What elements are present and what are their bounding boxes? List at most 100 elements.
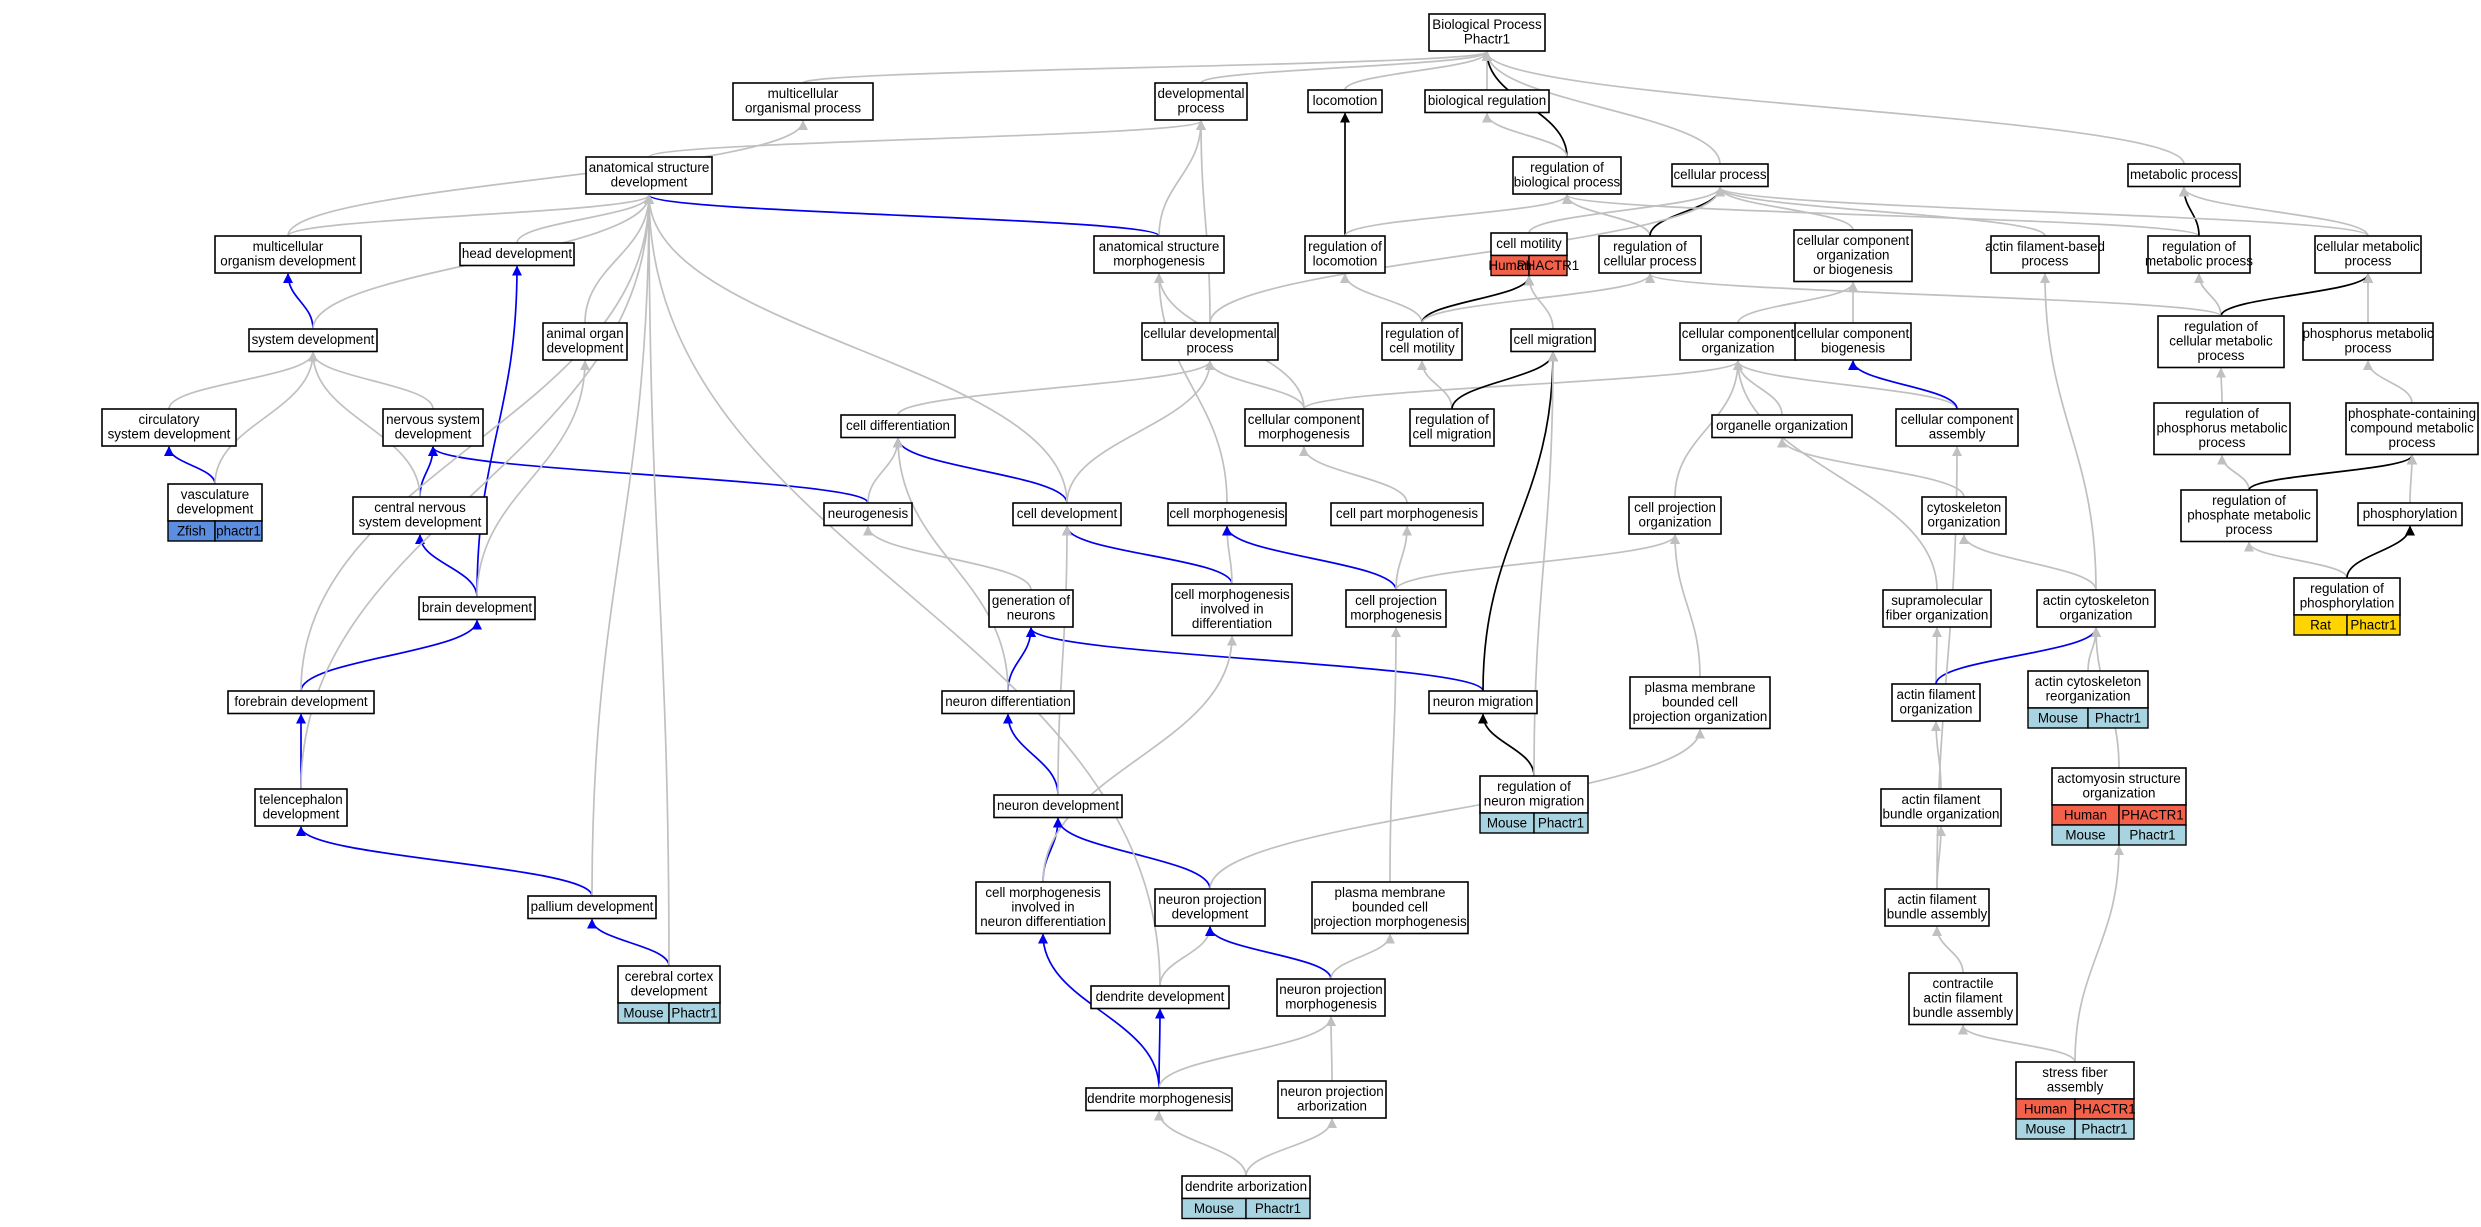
term-node-hd[interactable]: head development: [459, 242, 575, 267]
term-node-cp[interactable]: cellular process: [1671, 163, 1769, 188]
term-node-fd[interactable]: forebrain development: [227, 690, 375, 715]
term-node-mp[interactable]: metabolic process: [2127, 163, 2241, 188]
term-node-dm[interactable]: dendrite morphogenesis: [1085, 1087, 1233, 1112]
term-box: [1012, 502, 1122, 527]
edge-npd-to-pmbcpo: [1209, 728, 1705, 890]
edge-npm-to-pmbcpm: [1330, 933, 1395, 980]
term-node-ndiff[interactable]: neuron differentiation: [941, 690, 1075, 715]
term-node-ngen[interactable]: neurogenesis: [823, 502, 913, 527]
edge-cpmorph-to-cmorph: [1222, 525, 1397, 591]
term-node-oorg[interactable]: organelle organization: [1711, 414, 1853, 439]
edge-ccm-to-cco: [1303, 360, 1743, 410]
edge-cdp-to-devp: [1196, 120, 1211, 324]
term-label: cellular component: [1797, 326, 1910, 341]
edge-da-to-npa: [1245, 1118, 1337, 1177]
term-node-ndev[interactable]: neuron development: [993, 794, 1123, 819]
term-node-cpm[interactable]: cell part morphogenesis: [1330, 502, 1484, 527]
edge-rcmig-to-rcm: [1417, 360, 1453, 410]
edge-cnsd-to-nsd: [419, 446, 438, 498]
edge-ndev-to-cdev: [1057, 525, 1072, 796]
term-box: [1428, 13, 1546, 52]
term-node-phos[interactable]: phosphorylation: [2357, 502, 2463, 527]
term-node-cdev[interactable]: cell development: [1012, 502, 1122, 527]
term-node-cmorph[interactable]: cell morphogenesis: [1167, 502, 1287, 527]
term-label: morphogenesis: [1350, 608, 1442, 623]
edge-dm-to-cmind: [1038, 933, 1160, 1089]
edge-nmig-to-gon: [1026, 627, 1484, 692]
term-label: biogenesis: [1821, 341, 1885, 356]
term-label: cell migration: [1413, 427, 1492, 442]
term-node-breg[interactable]: biological regulation: [1424, 89, 1550, 114]
term-node-sd[interactable]: system development: [248, 328, 378, 353]
term-node-nmig[interactable]: neuron migration: [1428, 690, 1538, 715]
term-box: [2314, 235, 2422, 274]
term-box: [167, 483, 263, 522]
term-label: development: [611, 175, 688, 190]
term-node-dd[interactable]: dendrite development: [1090, 985, 1230, 1010]
term-node-cdiff[interactable]: cell differentiation: [840, 414, 956, 439]
term-node-bd[interactable]: brain development: [418, 596, 536, 621]
term-box: [527, 895, 657, 920]
term-label: regulation of: [2184, 319, 2258, 334]
term-node-loco[interactable]: locomotion: [1307, 89, 1383, 114]
term-node-cmig[interactable]: cell migration: [1510, 328, 1596, 353]
term-node-pd[interactable]: pallium development: [527, 895, 657, 920]
